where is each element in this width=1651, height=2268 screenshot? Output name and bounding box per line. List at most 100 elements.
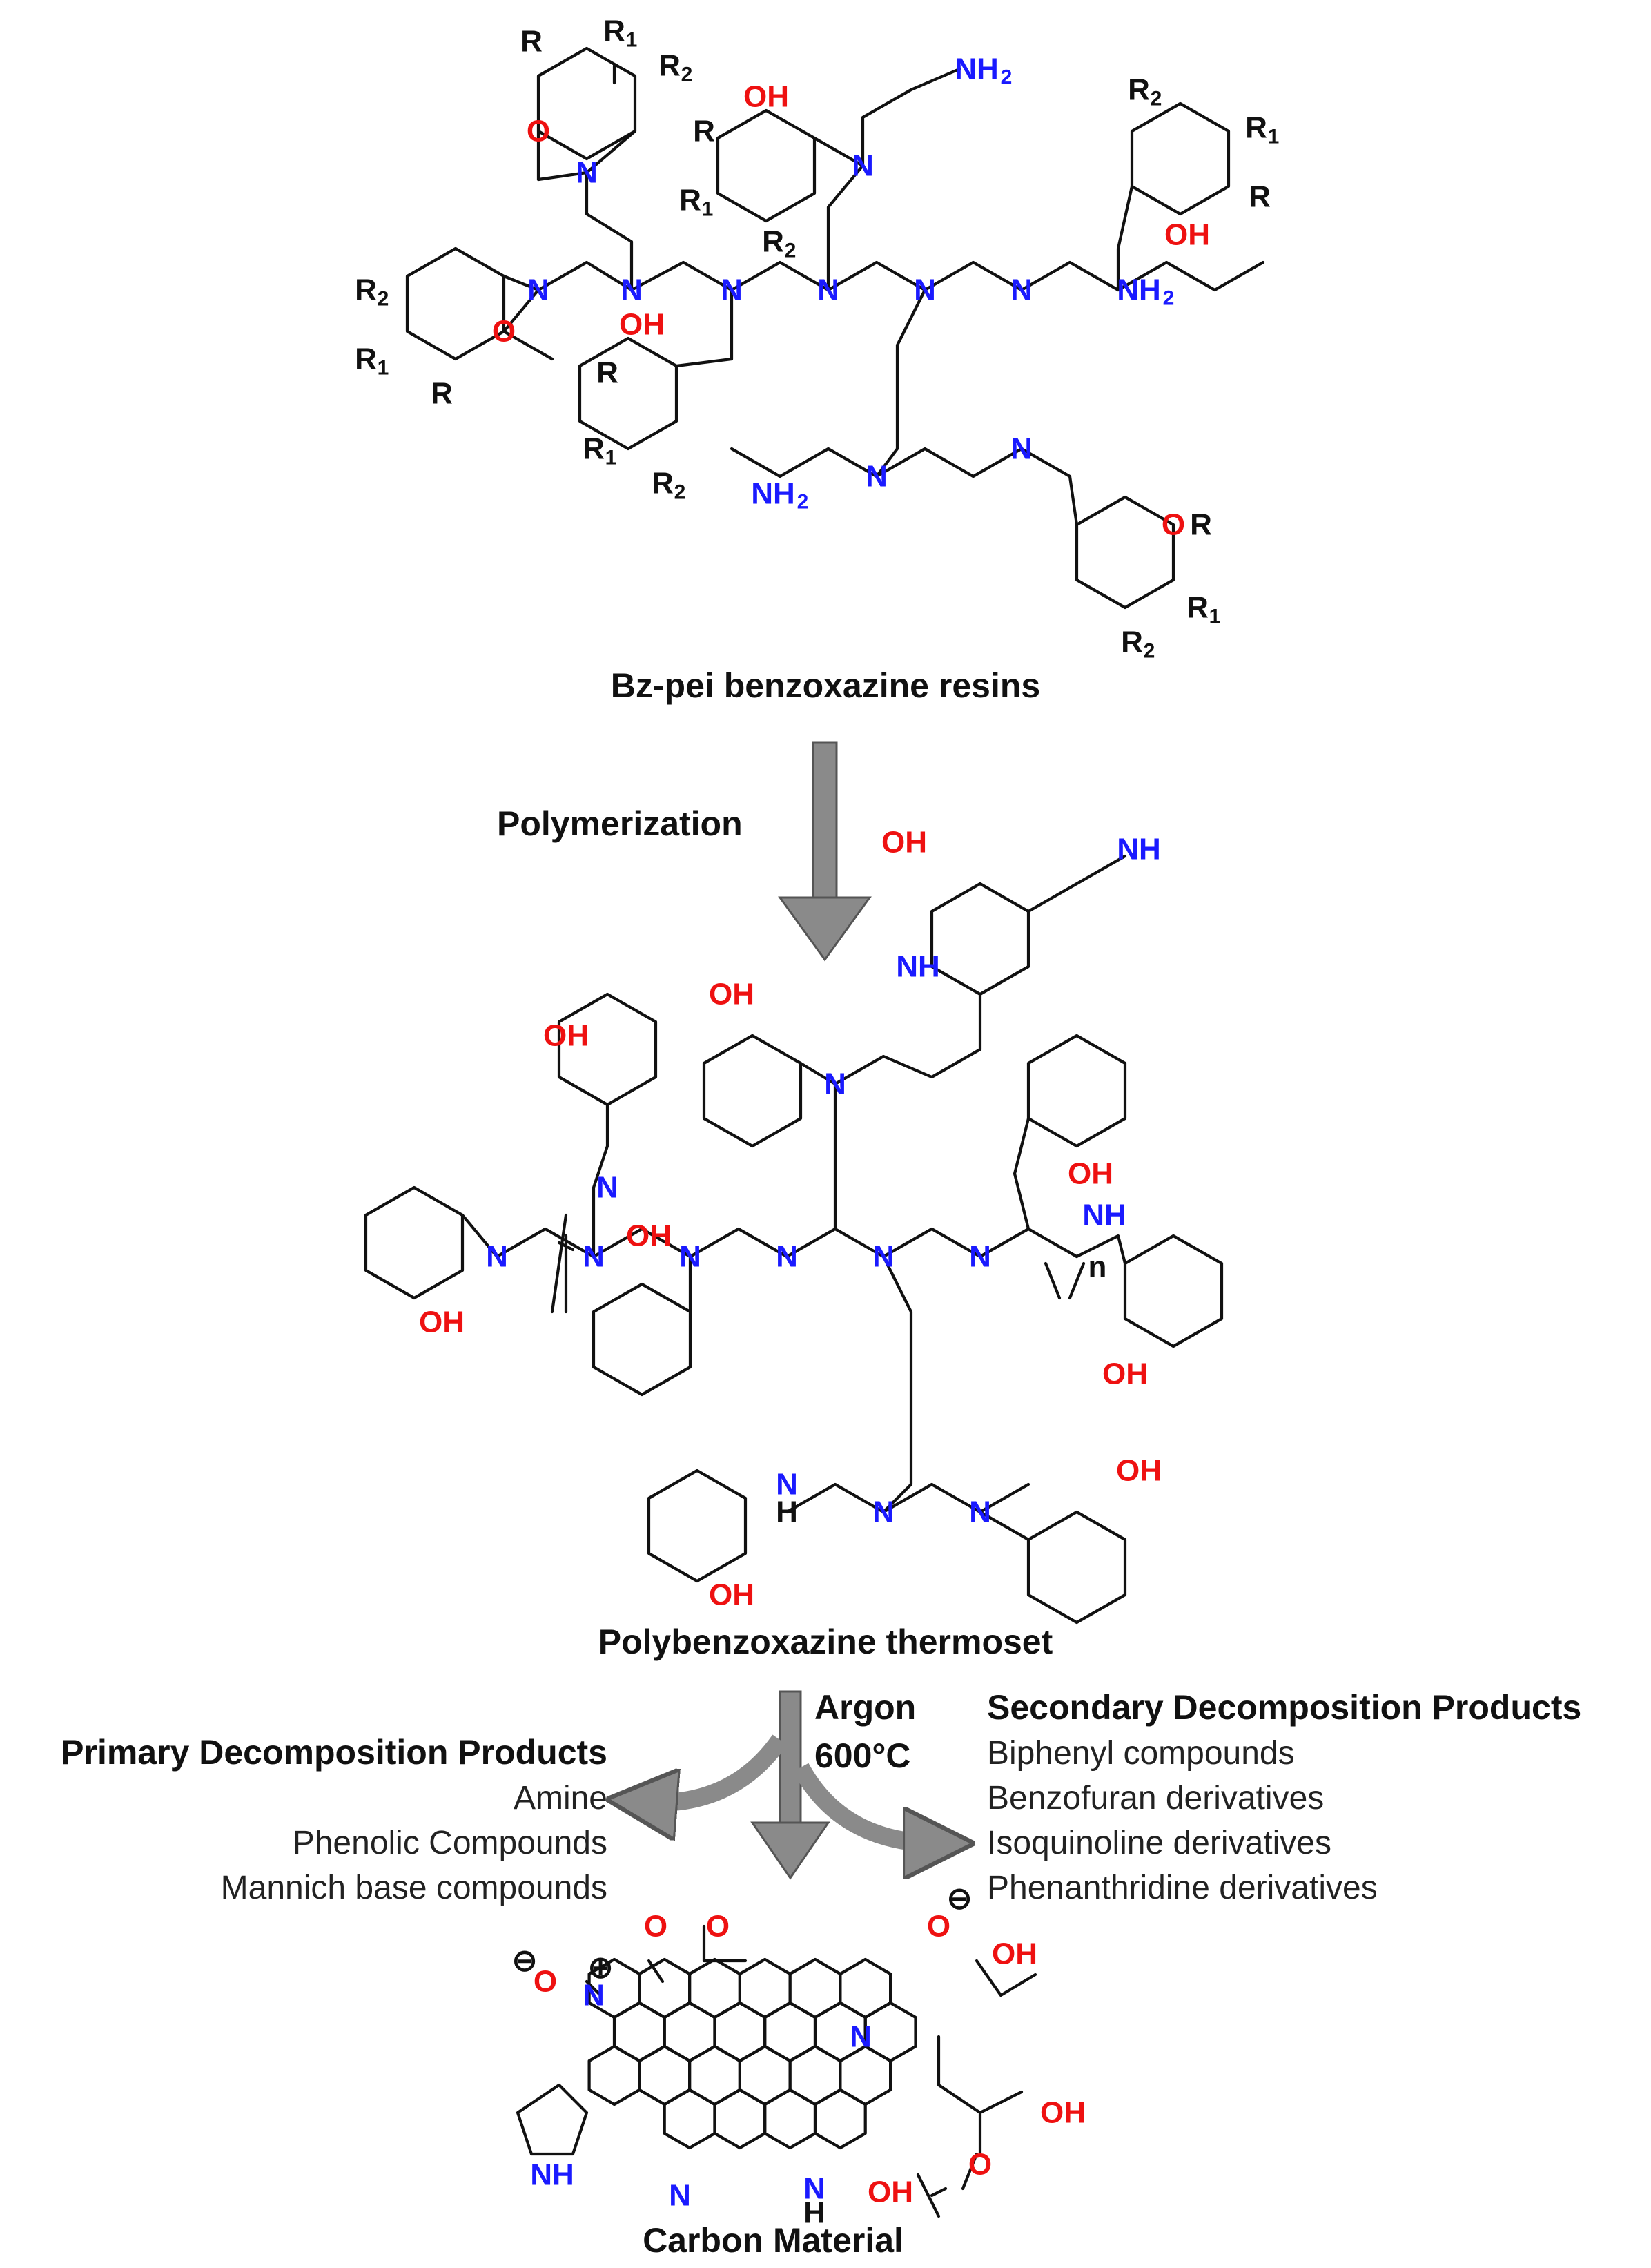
svg-text:R: R bbox=[355, 273, 377, 307]
svg-text:OH: OH bbox=[881, 826, 927, 860]
svg-text:R: R bbox=[1249, 180, 1271, 214]
svg-text:N: N bbox=[596, 1171, 618, 1205]
svg-text:N: N bbox=[576, 156, 598, 190]
svg-text:N: N bbox=[721, 273, 743, 307]
svg-text:N: N bbox=[621, 273, 643, 307]
svg-text:1: 1 bbox=[605, 447, 617, 469]
svg-text:N: N bbox=[824, 1067, 846, 1101]
svg-text:R: R bbox=[1128, 73, 1150, 107]
svg-text:⊖: ⊖ bbox=[947, 1882, 973, 1916]
svg-text:2: 2 bbox=[378, 288, 389, 311]
svg-text:NH: NH bbox=[1117, 833, 1161, 866]
svg-text:2: 2 bbox=[1163, 287, 1175, 310]
svg-text:O: O bbox=[927, 1910, 950, 1944]
svg-text:N: N bbox=[850, 2020, 872, 2054]
thermoset-caption: Polybenzoxazine thermoset bbox=[598, 1622, 1053, 1661]
svg-text:N: N bbox=[803, 2172, 826, 2206]
svg-text:O: O bbox=[492, 315, 516, 349]
svg-text:n: n bbox=[1088, 1250, 1107, 1284]
carbon-ring bbox=[813, 2088, 867, 2150]
svg-text:2: 2 bbox=[785, 240, 797, 262]
svg-text:OH: OH bbox=[709, 978, 754, 1011]
svg-text:NH: NH bbox=[751, 477, 795, 511]
svg-text:N: N bbox=[852, 149, 874, 183]
svg-text:2: 2 bbox=[797, 491, 809, 514]
temperature-label: 600°C bbox=[814, 1736, 911, 1775]
pyrolysis-arrows bbox=[642, 1690, 939, 1880]
svg-text:2: 2 bbox=[1144, 640, 1155, 663]
secondary-item: Benzofuran derivatives bbox=[987, 1780, 1324, 1816]
svg-text:O: O bbox=[534, 1965, 557, 1999]
svg-text:N: N bbox=[914, 273, 936, 307]
bz-pei-resin-structure bbox=[405, 46, 1265, 610]
svg-text:1: 1 bbox=[626, 29, 638, 52]
carbon-atom-labels: O O O ⊖ OH O ⊖ N ⊕ N NH N N H OH OH O bbox=[512, 1882, 1086, 2230]
svg-text:2: 2 bbox=[681, 64, 693, 86]
svg-text:1: 1 bbox=[702, 198, 714, 221]
svg-text:OH: OH bbox=[619, 308, 665, 342]
svg-text:N: N bbox=[486, 1240, 508, 1274]
svg-text:OH: OH bbox=[992, 1937, 1037, 1971]
svg-text:NH: NH bbox=[1082, 1199, 1126, 1232]
svg-text:N: N bbox=[969, 1240, 991, 1274]
primary-item: Phenolic Compounds bbox=[293, 1825, 607, 1861]
svg-text:O: O bbox=[1162, 508, 1185, 542]
svg-text:1: 1 bbox=[1268, 126, 1280, 148]
svg-text:OH: OH bbox=[868, 2175, 913, 2209]
svg-text:N: N bbox=[866, 460, 888, 494]
svg-text:R: R bbox=[1190, 508, 1212, 542]
carbon-ring bbox=[713, 2088, 767, 2150]
svg-text:OH: OH bbox=[1068, 1157, 1113, 1191]
argon-label: Argon bbox=[814, 1688, 916, 1727]
svg-text:R: R bbox=[679, 184, 701, 217]
svg-text:R: R bbox=[658, 49, 681, 83]
svg-text:N: N bbox=[872, 1495, 895, 1529]
svg-text:NH: NH bbox=[1117, 273, 1161, 307]
svg-text:N: N bbox=[583, 1240, 605, 1274]
secondary-title: Secondary Decomposition Products bbox=[987, 1688, 1581, 1727]
carbon-ring bbox=[763, 2088, 817, 2150]
svg-text:N: N bbox=[776, 1468, 798, 1502]
carbon-ring bbox=[587, 2044, 641, 2106]
svg-text:OH: OH bbox=[626, 1219, 672, 1253]
resin-atom-labels: N N N N N N N N N N O O O OH OH OH NH 2 … bbox=[355, 14, 1279, 663]
svg-text:R: R bbox=[693, 115, 715, 148]
svg-text:2: 2 bbox=[674, 481, 686, 504]
svg-text:1: 1 bbox=[1209, 605, 1221, 628]
svg-text:R: R bbox=[1186, 591, 1209, 625]
carbon-ring bbox=[663, 2088, 716, 2150]
svg-text:NH: NH bbox=[896, 950, 940, 984]
svg-text:N: N bbox=[583, 1979, 605, 2013]
svg-text:OH: OH bbox=[743, 80, 789, 114]
svg-text:OH: OH bbox=[419, 1306, 465, 1339]
svg-text:OH: OH bbox=[543, 1019, 589, 1053]
polymerization-label: Polymerization bbox=[497, 804, 743, 843]
polymerization-arrow bbox=[778, 741, 872, 962]
svg-text:R: R bbox=[431, 377, 453, 411]
svg-text:H: H bbox=[776, 1495, 798, 1529]
svg-text:1: 1 bbox=[378, 357, 389, 380]
svg-text:O: O bbox=[527, 115, 550, 148]
svg-text:R: R bbox=[583, 432, 605, 466]
svg-text:⊕: ⊕ bbox=[588, 1951, 614, 1985]
svg-text:O: O bbox=[968, 2148, 992, 2182]
svg-text:OH: OH bbox=[1102, 1357, 1148, 1391]
primary-item: Amine bbox=[514, 1780, 607, 1816]
svg-text:⊖: ⊖ bbox=[512, 1944, 538, 1978]
svg-text:2: 2 bbox=[1001, 66, 1013, 89]
secondary-item: Isoquinoline derivatives bbox=[987, 1825, 1331, 1861]
svg-text:OH: OH bbox=[1040, 2096, 1086, 2130]
carbon-material-structure bbox=[516, 1924, 1037, 2218]
resin-caption: Bz-pei benzoxazine resins bbox=[611, 666, 1040, 705]
svg-text:R: R bbox=[1121, 626, 1143, 659]
svg-text:OH: OH bbox=[1116, 1454, 1162, 1488]
secondary-products: Secondary Decomposition Products Bipheny… bbox=[987, 1688, 1581, 1906]
svg-text:N: N bbox=[679, 1240, 701, 1274]
primary-title: Primary Decomposition Products bbox=[61, 1733, 607, 1772]
svg-text:OH: OH bbox=[1164, 218, 1210, 252]
secondary-item: Biphenyl compounds bbox=[987, 1735, 1295, 1772]
svg-text:NH: NH bbox=[955, 52, 999, 86]
primary-item: Mannich base compounds bbox=[221, 1870, 607, 1906]
svg-text:NH: NH bbox=[530, 2158, 574, 2192]
